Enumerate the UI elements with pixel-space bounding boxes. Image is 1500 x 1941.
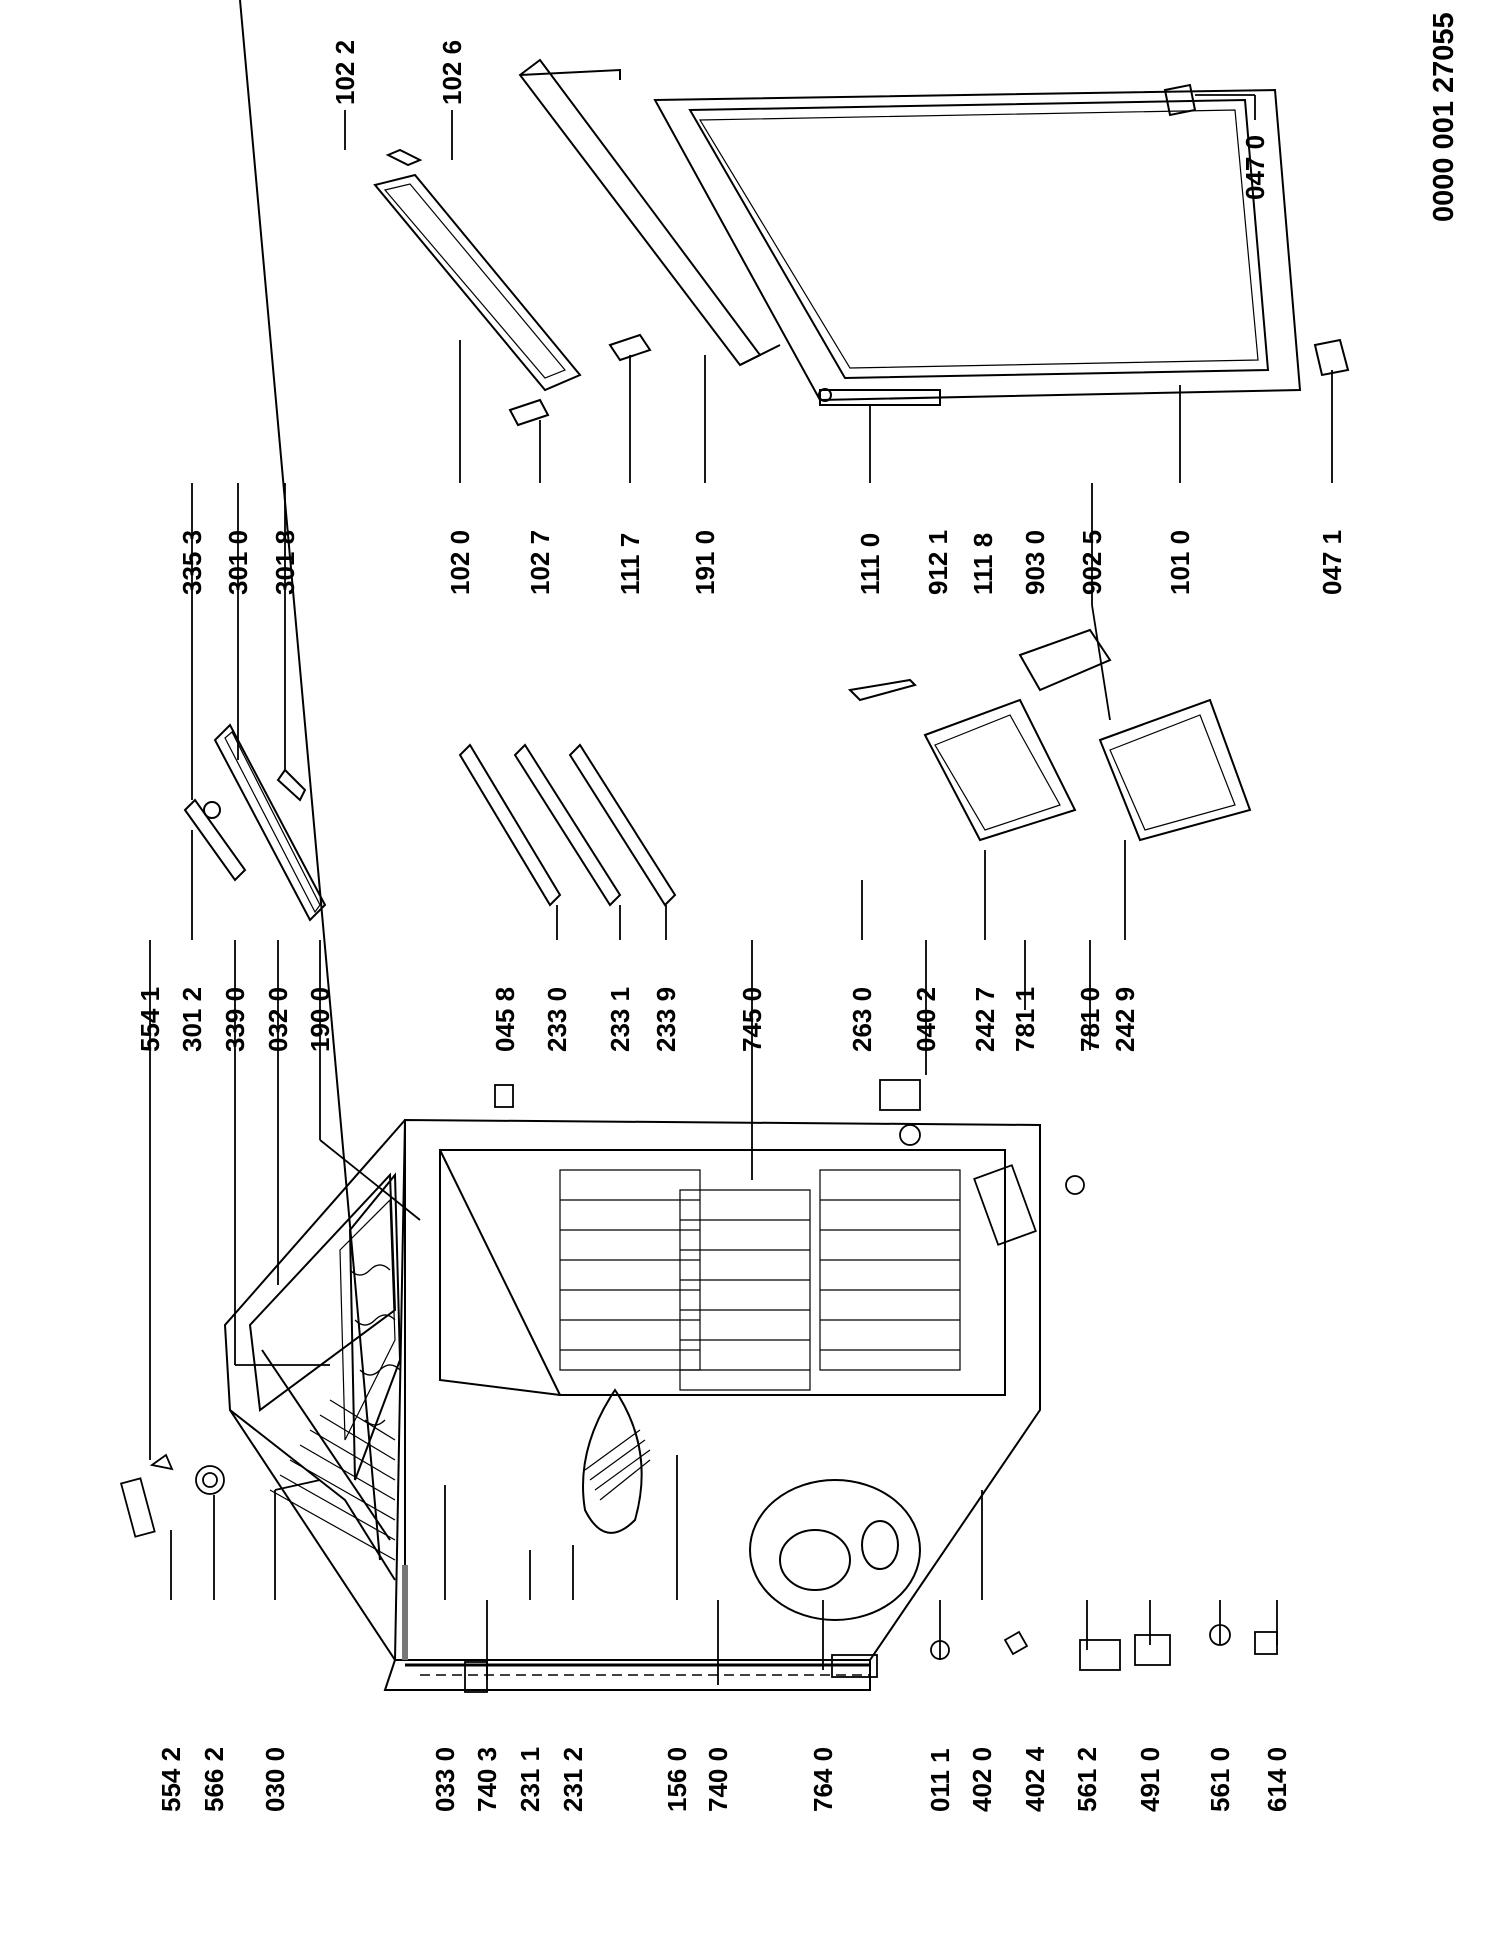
crisper-drawers	[847, 628, 1252, 842]
part-label: 231 2	[558, 1746, 588, 1812]
part-label: 903 0	[1020, 529, 1050, 595]
part-label: 233 0	[542, 986, 572, 1052]
leader-lines	[149, 94, 1333, 1685]
part-label: 102 6	[437, 39, 467, 105]
part-label: 554 1	[135, 986, 165, 1052]
part-label: 156 0	[662, 1746, 692, 1812]
part-label: 561 2	[1072, 1746, 1102, 1812]
part-label: 402 0	[967, 1746, 997, 1812]
part-label: 040 2	[911, 986, 941, 1052]
control-panel-parts	[183, 723, 327, 922]
part-label: 101 0	[1165, 529, 1195, 595]
part-label: 301 2	[177, 986, 207, 1052]
part-label: 045 8	[490, 986, 520, 1052]
part-label: 111 7	[615, 532, 645, 595]
part-label: 402 4	[1020, 1746, 1050, 1812]
part-label: 902 5	[1077, 529, 1107, 595]
part-label: 740 0	[703, 1746, 733, 1812]
part-label: 190 0	[305, 986, 335, 1052]
part-label: 032 0	[263, 986, 293, 1052]
part-label: 745 0	[737, 986, 767, 1052]
part-label: 033 0	[430, 1746, 460, 1812]
part-label: 102 2	[330, 39, 360, 105]
part-label: 491 0	[1135, 1746, 1165, 1812]
door-assembly	[373, 58, 1350, 427]
part-label: 781 0	[1075, 986, 1105, 1052]
part-label: 566 2	[199, 1746, 229, 1812]
part-label: 011 1	[925, 1748, 955, 1812]
part-label: 242 9	[1110, 986, 1140, 1052]
part-label: 191 0	[690, 529, 720, 595]
part-label: 335 3	[177, 529, 207, 595]
part-label: 301 8	[270, 529, 300, 595]
cabinet-body	[223, 0, 1041, 1691]
part-label: 301 0	[223, 529, 253, 595]
door-shelves	[458, 743, 677, 907]
part-label: 102 0	[445, 529, 475, 595]
part-label: 233 9	[651, 986, 681, 1052]
part-label: 781 1	[1010, 986, 1040, 1052]
part-label: 263 0	[847, 986, 877, 1052]
part-label: 047 1	[1317, 529, 1347, 595]
part-label: 111 8	[968, 532, 998, 595]
part-label: 102 7	[525, 529, 555, 595]
small-parts	[119, 1079, 1278, 1693]
part-label: 111 0	[855, 532, 885, 595]
part-label: 614 0	[1262, 1746, 1292, 1812]
part-label: 233 1	[605, 986, 635, 1052]
part-label: 047 0	[1240, 134, 1270, 200]
part-label: 242 7	[970, 986, 1000, 1052]
part-label: 554 2	[156, 1746, 186, 1812]
part-label: 030 0	[260, 1746, 290, 1812]
document-number: 0000 001 27055	[1428, 12, 1460, 222]
part-label: 561 0	[1205, 1746, 1235, 1812]
part-label: 912 1	[923, 529, 953, 595]
part-label: 740 3	[472, 1746, 502, 1812]
part-label: 339 0	[220, 986, 250, 1052]
part-label: 231 1	[515, 1746, 545, 1812]
part-label: 764 0	[808, 1746, 838, 1812]
